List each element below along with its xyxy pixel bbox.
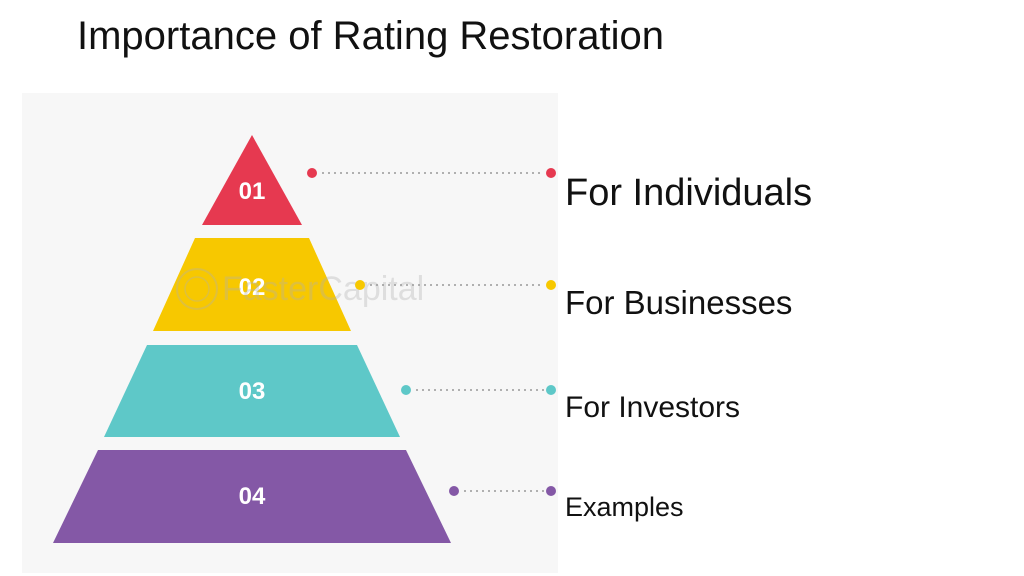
page-title: Importance of Rating Restoration: [77, 14, 664, 58]
connector-4: [449, 486, 556, 496]
tier-3-number: 03: [239, 378, 266, 405]
tier-1-number: 01: [239, 178, 266, 205]
pyramid-tier-4: [53, 450, 451, 543]
label-for-businesses: For Businesses: [565, 284, 793, 321]
connector-1: [307, 168, 556, 178]
tier-4-number: 04: [239, 483, 266, 510]
pyramid-tier-1: [202, 135, 302, 225]
connector-2: [355, 280, 556, 290]
pyramid-tier-3: [104, 345, 400, 437]
watermark-logo: FasterCapital: [176, 268, 424, 310]
label-for-individuals: For Individuals: [565, 172, 813, 214]
watermark-text: FasterCapital: [222, 270, 424, 308]
tier-2-number: 02: [239, 274, 266, 301]
connector-3: [401, 385, 556, 395]
label-examples: Examples: [565, 492, 684, 522]
pyramid-tier-2: [153, 238, 351, 331]
label-for-investors: For Investors: [565, 391, 741, 424]
